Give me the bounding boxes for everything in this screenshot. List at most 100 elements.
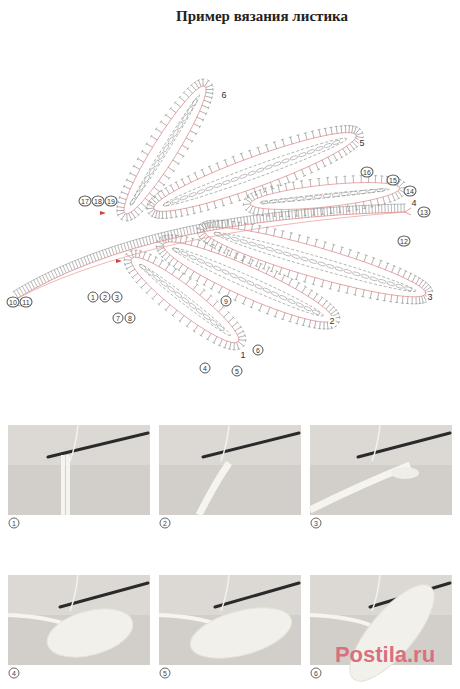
stitch-mark xyxy=(17,289,21,296)
stitch-mark xyxy=(83,256,86,257)
stitch-mark xyxy=(180,228,182,236)
stitch-mark xyxy=(179,228,182,230)
stitch-mark xyxy=(40,277,44,284)
stitch-mark xyxy=(245,216,248,217)
stitch-mark xyxy=(124,243,126,251)
stitch-mark xyxy=(287,211,290,212)
stitch-mark xyxy=(72,262,75,269)
stitch-mark xyxy=(48,273,51,280)
stitch-mark xyxy=(147,235,150,237)
leaf-number: 3 xyxy=(426,292,433,302)
stitch-mark xyxy=(177,229,179,237)
stitch-mark xyxy=(34,280,38,287)
stitch-mark xyxy=(98,251,101,252)
stitch-mark xyxy=(110,246,113,248)
photo-step-number: 2 xyxy=(160,518,171,529)
stitch-mark xyxy=(144,236,147,238)
stitch-mark xyxy=(199,224,201,232)
stitch-mark xyxy=(28,283,32,290)
stitch-mark xyxy=(182,227,185,229)
stitch-mark xyxy=(116,244,119,246)
stitch-mark xyxy=(365,205,366,213)
stitch-mark xyxy=(342,206,345,207)
stitch-mark xyxy=(44,273,47,274)
stitch-mark xyxy=(367,205,370,206)
stitch-mark xyxy=(122,242,125,244)
stitch-mark xyxy=(368,205,369,213)
stitch-mark xyxy=(387,204,390,205)
stitch-mark xyxy=(119,243,122,245)
stitch-mark xyxy=(293,210,296,211)
stitch-mark xyxy=(176,228,179,230)
stitch-mark xyxy=(261,214,264,215)
stitch-mark xyxy=(158,234,160,242)
stitch-mark xyxy=(139,239,141,247)
stitch-mark xyxy=(53,269,56,270)
stitch-mark xyxy=(172,229,175,231)
leaf-lobe xyxy=(105,70,224,229)
stitch-mark xyxy=(390,204,393,205)
stitch-mark xyxy=(370,205,373,206)
stitch-mark xyxy=(225,220,226,228)
stitch-mark xyxy=(285,212,287,220)
stitch-mark xyxy=(226,219,229,220)
stitch-mark xyxy=(348,206,351,207)
stitch-mark xyxy=(215,221,216,229)
leaf-number: 2 xyxy=(328,316,335,326)
watermark: Postila.ru xyxy=(335,642,435,668)
stitch-mark xyxy=(130,241,132,249)
stitch-mark xyxy=(54,270,57,277)
stitch-mark xyxy=(25,285,29,292)
stitch-mark xyxy=(253,215,254,223)
stitch-mark xyxy=(202,224,204,232)
stitch-mark xyxy=(62,265,65,266)
stitch-mark xyxy=(105,249,108,257)
stitch-mark xyxy=(168,231,170,239)
stitch-mark xyxy=(217,220,220,222)
leaf-number: 1 xyxy=(239,350,246,360)
stitch-mark xyxy=(336,207,338,215)
callout-number: 1 xyxy=(88,292,99,303)
stitch-mark xyxy=(60,267,63,274)
stitch-mark xyxy=(384,205,385,213)
stitch-mark xyxy=(354,205,357,206)
stitch-mark xyxy=(339,207,341,215)
stitch-mark xyxy=(274,212,277,213)
stitch-mark xyxy=(212,222,213,230)
stitch-mark xyxy=(271,212,274,213)
stitch-mark xyxy=(56,268,59,269)
stitch-mark xyxy=(87,256,90,263)
photo-step-number: 6 xyxy=(311,668,322,679)
callout-number: 19 xyxy=(105,196,118,207)
stitch-mark xyxy=(400,204,401,212)
stitch-mark xyxy=(31,281,35,288)
stitch-mark xyxy=(93,254,96,262)
stitch-mark xyxy=(32,279,35,280)
stitch-mark xyxy=(230,218,233,219)
stitch-mark xyxy=(201,223,204,225)
stitch-mark xyxy=(115,246,117,254)
stitch-mark xyxy=(89,254,92,255)
stitch-mark xyxy=(133,240,135,248)
start-marker xyxy=(100,211,122,263)
stitch-mark xyxy=(92,253,95,254)
stitch-mark xyxy=(84,257,87,264)
stitch-mark xyxy=(68,263,71,264)
stitch-mark xyxy=(352,206,353,214)
stitch-mark xyxy=(294,211,296,219)
stitch-mark xyxy=(157,233,160,235)
stitch-mark xyxy=(260,215,261,223)
stitch-mark xyxy=(258,214,261,215)
stitch-mark xyxy=(364,205,367,206)
stitch-mark xyxy=(65,264,68,265)
stitch-mark xyxy=(135,239,138,241)
stitch-mark xyxy=(233,218,236,219)
stitch-mark xyxy=(268,213,271,214)
stitch-mark xyxy=(63,266,66,273)
stitch-mark xyxy=(297,210,300,211)
leaf-number: 5 xyxy=(358,138,365,148)
stitch-mark xyxy=(15,289,18,291)
stitch-mark xyxy=(388,204,389,212)
stitch-mark xyxy=(47,272,50,273)
stitch-mark xyxy=(397,204,398,212)
